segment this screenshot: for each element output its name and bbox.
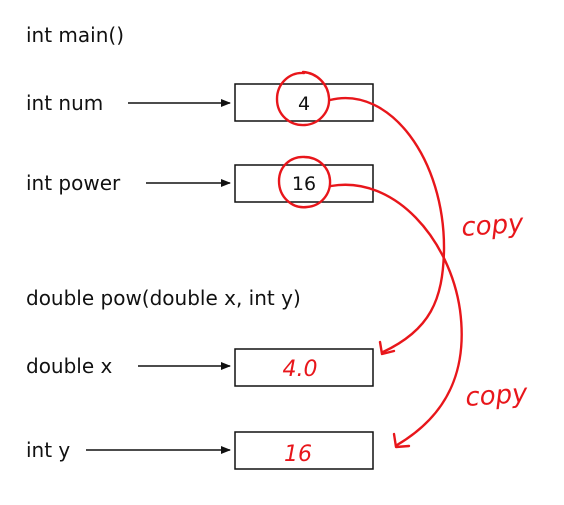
highlight-circle-power bbox=[277, 155, 332, 209]
variable-num-label: int num bbox=[26, 91, 103, 115]
variable-y: int y 16 bbox=[26, 431, 374, 470]
highlight-circle-num bbox=[275, 70, 331, 127]
variable-x-label: double x bbox=[26, 354, 113, 378]
copy-arrowhead-x bbox=[378, 340, 396, 356]
memory-box-y bbox=[234, 431, 374, 470]
memory-value-x: 4.0 bbox=[283, 357, 318, 382]
memory-value-power: 16 bbox=[292, 173, 316, 195]
copy-arrowhead-y bbox=[392, 432, 411, 449]
memory-box-x bbox=[234, 348, 374, 387]
copy-annotation-1: copy bbox=[460, 209, 525, 243]
variable-power: int power 16 bbox=[26, 164, 374, 203]
variable-y-label: int y bbox=[26, 438, 70, 462]
copy-annotation-2: copy bbox=[464, 379, 529, 413]
memory-value-num: 4 bbox=[298, 93, 310, 115]
variable-num: int num 4 bbox=[26, 83, 374, 122]
main-signature: int main() bbox=[26, 23, 124, 47]
memory-box-power bbox=[234, 164, 374, 203]
variable-power-label: int power bbox=[26, 171, 121, 195]
memory-box-num bbox=[234, 83, 374, 122]
copy-arrow-num-to-x bbox=[328, 97, 446, 354]
variable-x: double x 4.0 bbox=[26, 348, 374, 387]
memory-value-y: 16 bbox=[284, 442, 312, 467]
pow-signature: double pow(double x, int y) bbox=[26, 286, 301, 310]
copy-arrow-power-to-y bbox=[329, 183, 463, 447]
